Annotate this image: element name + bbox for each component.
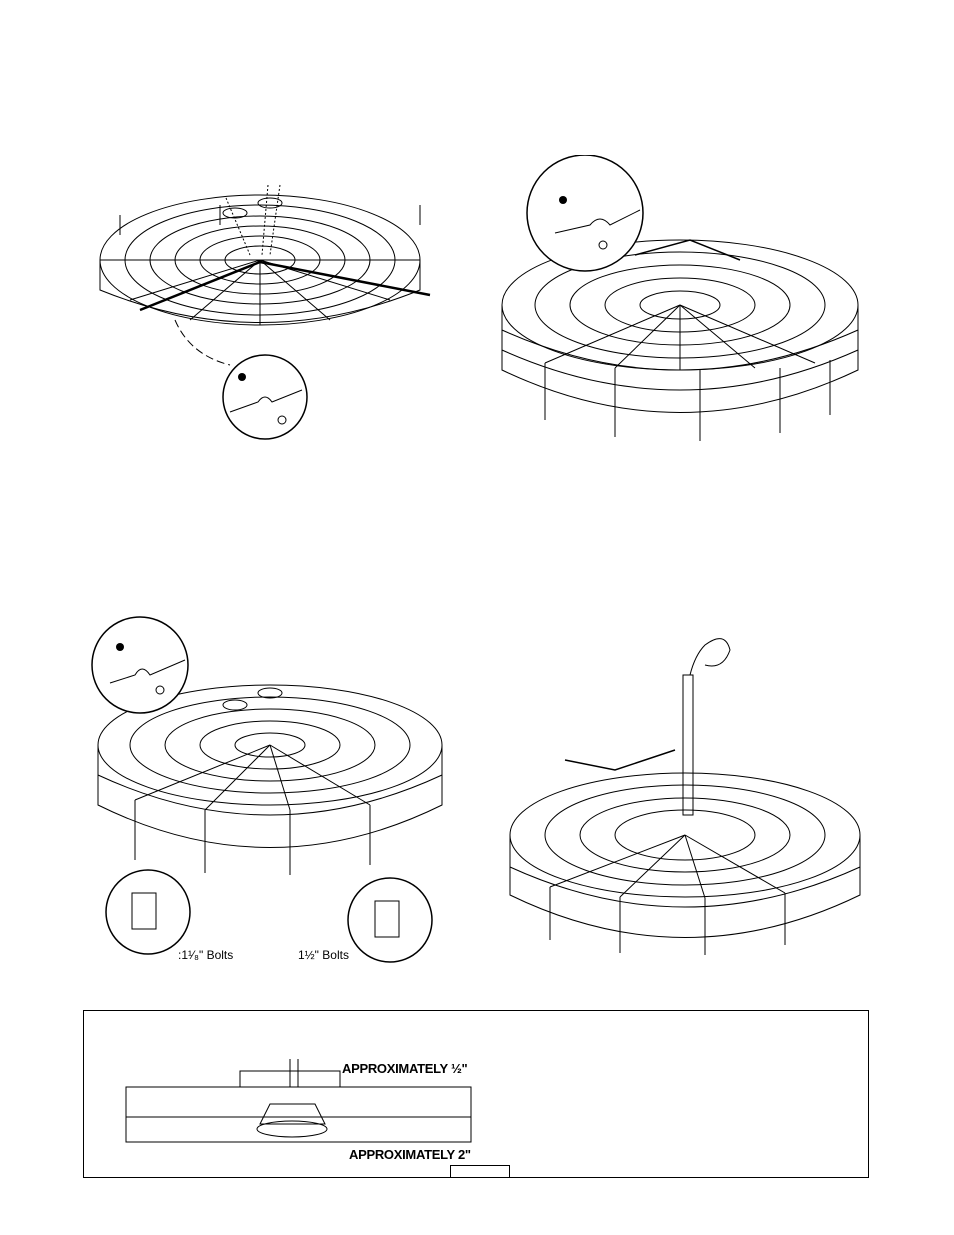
callout-approx-half-inch: APPROXIMATELY ½": [342, 1061, 467, 1076]
cage-bracket-illustration: [495, 155, 875, 450]
figure-frame-assembly-step1: [90, 180, 470, 445]
figure-downrod-assembly: [505, 635, 870, 965]
figure-frame-assembly-step2: [495, 155, 875, 450]
clearance-note-box: APPROXIMATELY ½" APPROXIMATELY 2": [83, 1010, 869, 1178]
bolt-label-right: 1½" Bolts: [298, 948, 349, 962]
callout-approx-two-inch: APPROXIMATELY 2": [349, 1147, 471, 1162]
downrod-illustration: [505, 635, 870, 965]
figure-bolt-installation: :1¹⁄₈" Bolts 1½" Bolts: [90, 615, 460, 965]
bolt-label-left: :1¹⁄₈" Bolts: [178, 948, 233, 962]
wire-frame-illustration: [90, 180, 470, 445]
page-tab: [450, 1165, 510, 1178]
bolt-detail-illustration: [90, 615, 460, 965]
